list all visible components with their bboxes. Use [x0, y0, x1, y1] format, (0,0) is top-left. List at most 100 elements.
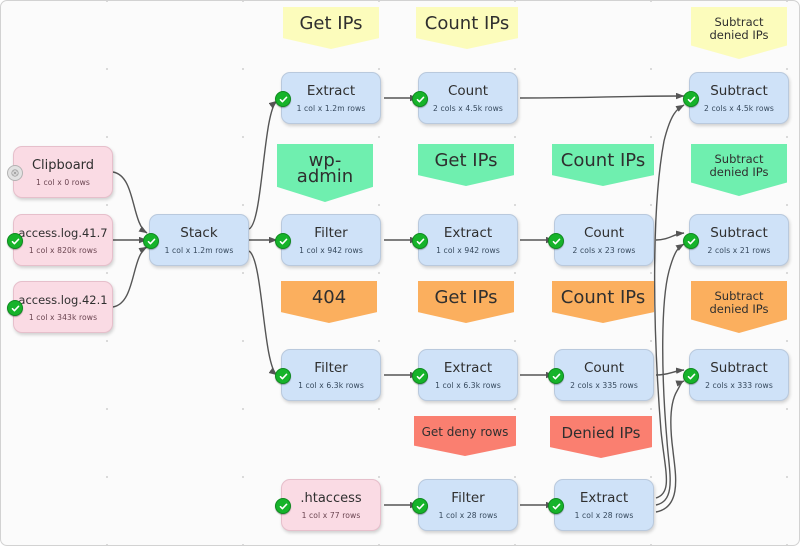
note-get-deny-rows[interactable]: Get deny rows	[414, 416, 516, 456]
status-icon-ok	[275, 498, 291, 514]
node-subtitle: 1 col x 6.3k rows	[298, 380, 364, 390]
note-line: Subtract	[714, 152, 764, 166]
node-title: Subtract	[710, 359, 768, 376]
note-line: Subtract	[714, 289, 764, 303]
status-icon-ok	[412, 233, 428, 249]
note-denied-ips[interactable]: Denied IPs	[550, 416, 652, 458]
note-get-ips-orange[interactable]: Get IPs	[418, 281, 514, 323]
node-subtitle: 2 cols x 4.5k rows	[704, 103, 774, 113]
node-count-all[interactable]: Count 2 cols x 4.5k rows	[412, 72, 518, 124]
node-filter-404[interactable]: Filter 1 col x 6.3k rows	[275, 349, 381, 401]
node-access-log-41-7[interactable]: access.log.41.7 1 col x 820k rows	[7, 214, 113, 266]
node-clipboard[interactable]: Clipboard 1 col x 0 rows	[7, 146, 113, 198]
node-title: Filter	[314, 359, 348, 376]
status-icon-ok	[548, 498, 564, 514]
node-title: Count	[447, 82, 489, 99]
node-subtitle: 1 col x 1.2m rows	[296, 103, 366, 113]
node-title: Clipboard	[31, 157, 95, 173]
node-stack[interactable]: Stack 1 col x 1.2m rows	[143, 214, 249, 266]
note-count-ips-yellow[interactable]: Count IPs	[416, 7, 518, 49]
status-icon-ok	[275, 91, 291, 107]
note-line: Subtract	[714, 15, 764, 29]
note-subtract-denied-ips-yellow[interactable]: Subtract denied IPs	[691, 7, 787, 59]
note-line: Count IPs	[560, 287, 646, 308]
status-icon-ok	[7, 233, 23, 249]
note-subtract-denied-ips-green[interactable]: Subtract denied IPs	[691, 144, 787, 196]
note-count-ips-green[interactable]: Count IPs	[552, 144, 654, 186]
node-title: Stack	[180, 224, 218, 241]
node-subtitle: 1 col x 1.2m rows	[164, 245, 234, 255]
note-line: denied IPs	[709, 28, 769, 42]
node-count-404[interactable]: Count 2 cols x 335 rows	[548, 349, 654, 401]
node-subtitle: 2 cols x 21 rows	[707, 245, 771, 255]
node-subtitle: 2 cols x 335 rows	[570, 380, 638, 390]
note-line: Count IPs	[560, 150, 646, 171]
node-title: access.log.42.1	[18, 292, 108, 307]
node-title: Filter	[314, 224, 348, 241]
status-icon-ok	[275, 368, 291, 384]
node-title: Extract	[443, 359, 493, 376]
node-title: Subtract	[710, 224, 768, 241]
node-subtitle: 1 col x 942 rows	[436, 245, 500, 255]
node-subtitle: 1 col x 28 rows	[574, 510, 634, 520]
status-icon-ok	[412, 91, 428, 107]
note-line: Count IPs	[424, 13, 510, 34]
note-line: wp-admin	[296, 150, 354, 187]
note-wp-admin[interactable]: wp-admin	[277, 144, 373, 202]
note-get-ips-green[interactable]: Get IPs	[418, 144, 514, 186]
status-icon-ok	[683, 91, 699, 107]
node-subtract-wp-admin[interactable]: Subtract 2 cols x 21 rows	[683, 214, 789, 266]
note-count-ips-orange[interactable]: Count IPs	[552, 281, 654, 323]
node-title: .htaccess	[300, 490, 362, 506]
node-title: Extract	[306, 82, 356, 99]
node-subtitle: 2 cols x 4.5k rows	[433, 103, 503, 113]
node-title: Extract	[443, 224, 493, 241]
node-title: access.log.41.7	[18, 225, 108, 240]
node-subtitle: 1 col x 6.3k rows	[435, 380, 501, 390]
status-icon-ok	[412, 498, 428, 514]
node-title: Count	[583, 224, 625, 241]
note-line: Denied IPs	[561, 424, 641, 442]
node-access-log-42-1[interactable]: access.log.42.1 1 col x 343k rows	[7, 281, 113, 333]
node-htaccess[interactable]: .htaccess 1 col x 77 rows	[275, 479, 381, 531]
note-subtract-denied-ips-orange[interactable]: Subtract denied IPs	[691, 281, 787, 333]
note-line: Get IPs	[434, 150, 498, 171]
node-filter-deny[interactable]: Filter 1 col x 28 rows	[412, 479, 518, 531]
note-404[interactable]: 404	[281, 281, 377, 323]
status-icon-ok	[683, 368, 699, 384]
node-extract-wp-admin[interactable]: Extract 1 col x 942 rows	[412, 214, 518, 266]
node-extract-all[interactable]: Extract 1 col x 1.2m rows	[275, 72, 381, 124]
node-subtitle: 1 col x 0 rows	[36, 177, 90, 187]
node-subtitle: 1 col x 820k rows	[28, 245, 98, 255]
status-icon-ok	[7, 300, 23, 316]
node-title: Extract	[579, 489, 629, 506]
status-icon-ok	[548, 233, 564, 249]
node-title: Filter	[451, 489, 485, 506]
status-icon-ok	[412, 368, 428, 384]
node-count-wp-admin[interactable]: Count 2 cols x 23 rows	[548, 214, 654, 266]
status-icon-ok	[548, 368, 564, 384]
node-subtitle: 2 cols x 333 rows	[705, 380, 773, 390]
note-line: Get IPs	[434, 287, 498, 308]
node-subtract-404[interactable]: Subtract 2 cols x 333 rows	[683, 349, 789, 401]
note-line: Get deny rows	[421, 425, 509, 439]
note-line: Get IPs	[299, 13, 363, 34]
node-extract-deny[interactable]: Extract 1 col x 28 rows	[548, 479, 654, 531]
node-filter-wp-admin[interactable]: Filter 1 col x 942 rows	[275, 214, 381, 266]
node-subtitle: 1 col x 343k rows	[28, 312, 98, 322]
node-title: Count	[583, 359, 625, 376]
note-line: denied IPs	[709, 165, 769, 179]
node-subtitle: 1 col x 28 rows	[438, 510, 498, 520]
node-subtitle: 1 col x 77 rows	[301, 510, 361, 520]
note-get-ips-yellow[interactable]: Get IPs	[283, 7, 379, 49]
status-icon-ok	[143, 233, 159, 249]
status-icon-ok	[683, 233, 699, 249]
node-extract-404[interactable]: Extract 1 col x 6.3k rows	[412, 349, 518, 401]
node-subtitle: 2 cols x 23 rows	[572, 245, 636, 255]
node-subtract-all[interactable]: Subtract 2 cols x 4.5k rows	[683, 72, 789, 124]
node-title: Subtract	[710, 82, 768, 99]
note-line: 404	[311, 287, 347, 308]
status-icon-disabled	[7, 165, 23, 181]
